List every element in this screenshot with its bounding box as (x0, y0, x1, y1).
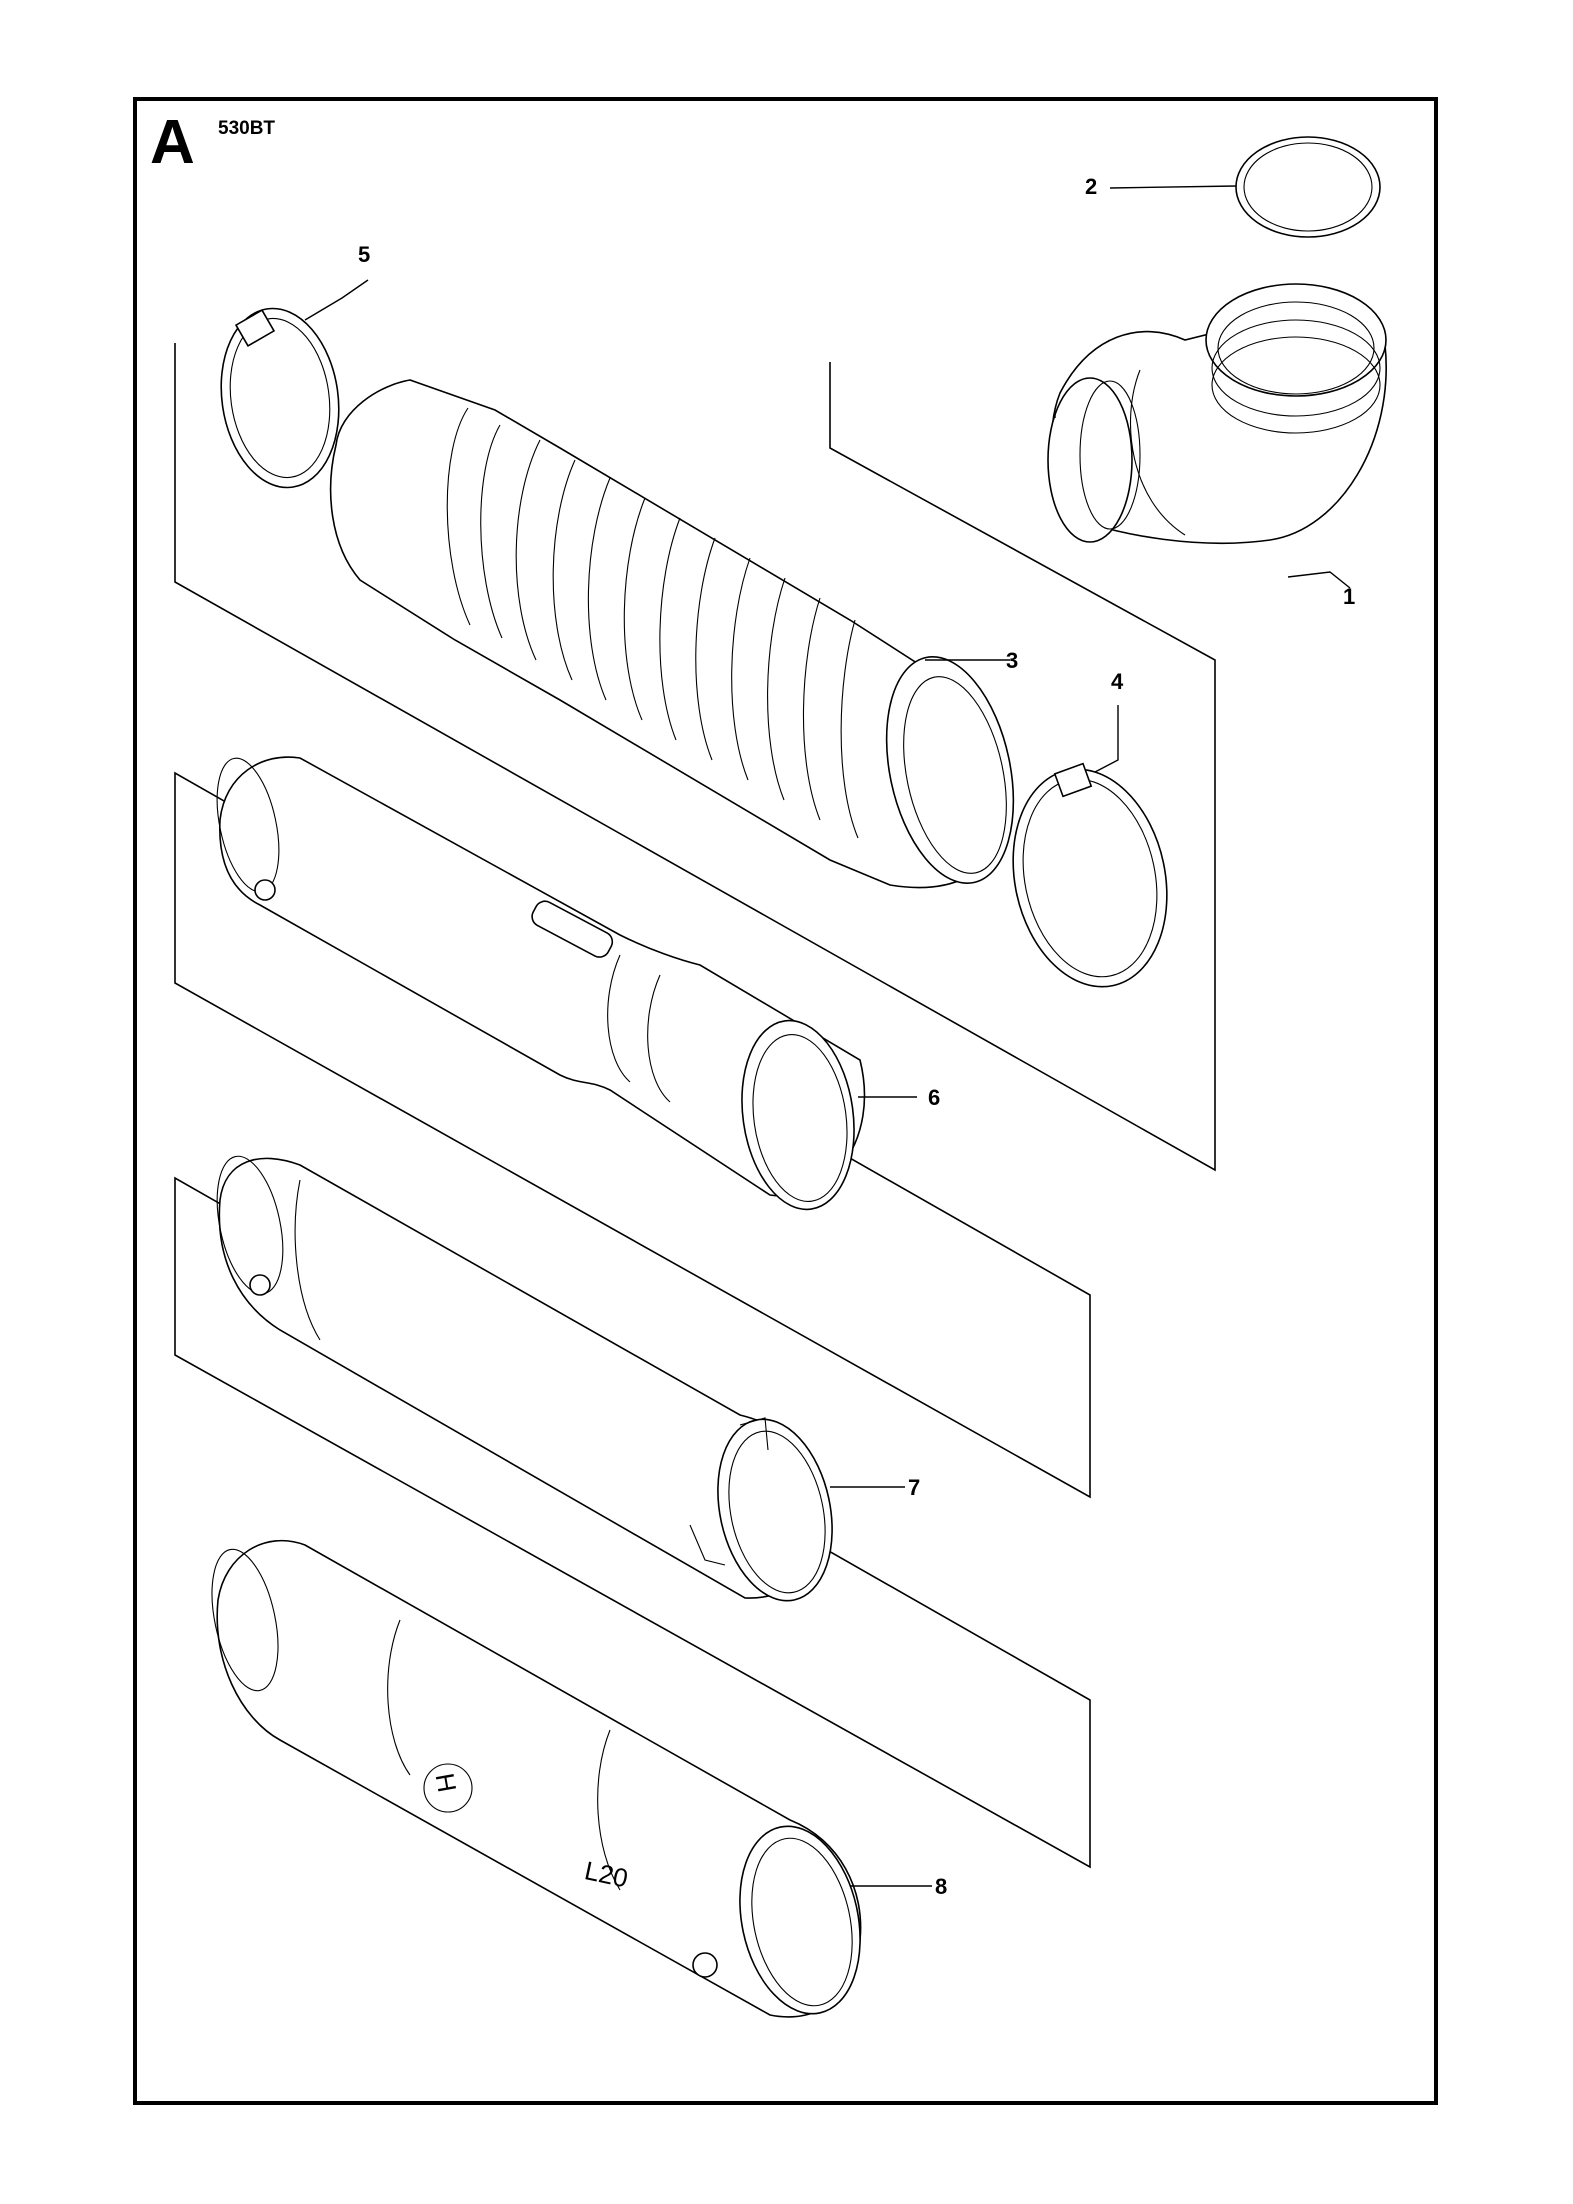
hose-clamp-right (1012, 762, 1168, 988)
nozzle: H L20 (211, 1539, 862, 2018)
callout-8: 8 (935, 1874, 947, 1899)
leader-lines (304, 185, 1351, 1887)
hose-clamp-left (220, 307, 340, 489)
callout-6: 6 (928, 1085, 940, 1110)
svg-text:H: H (430, 1771, 463, 1795)
callout-5: 5 (358, 242, 370, 267)
callout-4: 4 (1111, 669, 1124, 694)
o-ring (1235, 136, 1381, 238)
callout-1: 1 (1343, 584, 1355, 609)
husqvarna-logo: H (423, 1763, 473, 1813)
diagram-frame (133, 97, 1438, 2105)
flexible-hose (329, 379, 1015, 889)
callout-2: 2 (1085, 174, 1097, 199)
tube-7 (216, 1155, 833, 1602)
elbow (1047, 283, 1387, 545)
guide-plane-hose (174, 343, 1216, 1172)
guide-plane-elbow (829, 362, 1216, 940)
callout-7: 7 (908, 1475, 920, 1500)
section-letter: A (150, 108, 195, 177)
model-label: 530BT (218, 118, 276, 139)
tube-6 (216, 756, 866, 1211)
callout-3: 3 (1006, 648, 1018, 673)
